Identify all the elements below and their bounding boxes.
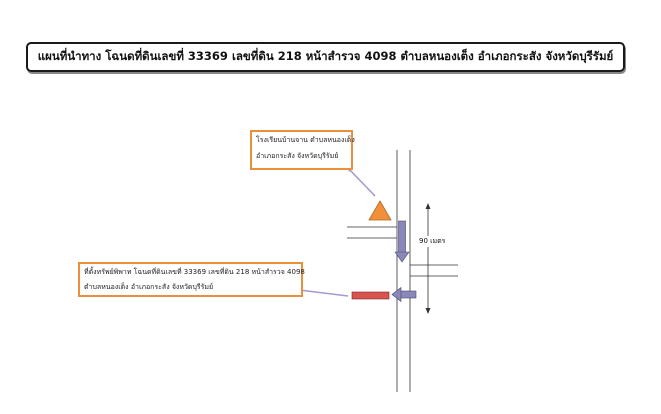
distance-label: 90 เมตร bbox=[418, 236, 447, 247]
school-label-line2: อำเภอกระสัง จังหวัดบุรีรัมย์ bbox=[256, 152, 339, 160]
property-label-line2: ตำบลหนองเต็ง อำเภอกระสัง จังหวัดบุรีรัมย… bbox=[84, 283, 214, 291]
direction-arrow-down-icon bbox=[394, 220, 410, 263]
school-label-line1: โรงเรียนบ้านจาน ตำบลหนองเต็ง bbox=[256, 136, 355, 144]
school-label-box: โรงเรียนบ้านจาน ตำบลหนองเต็ง อำเภอกระสัง… bbox=[250, 130, 355, 170]
direction-arrow-left-icon bbox=[391, 286, 417, 303]
map-title: แผนที่นำทาง โฉนดที่ดินเลขที่ 33369 เลขที… bbox=[26, 42, 625, 72]
property-label-box: ที่ตั้งทรัพย์พิพาท โฉนดที่ดินเลขที่ 3336… bbox=[78, 262, 305, 297]
property-label-line1: ที่ตั้งทรัพย์พิพาท โฉนดที่ดินเลขที่ 3336… bbox=[84, 268, 305, 276]
distance-indicator bbox=[425, 203, 431, 314]
property-marker bbox=[351, 291, 390, 300]
school-leader-line bbox=[347, 167, 376, 197]
school-landmark-icon bbox=[368, 200, 392, 221]
